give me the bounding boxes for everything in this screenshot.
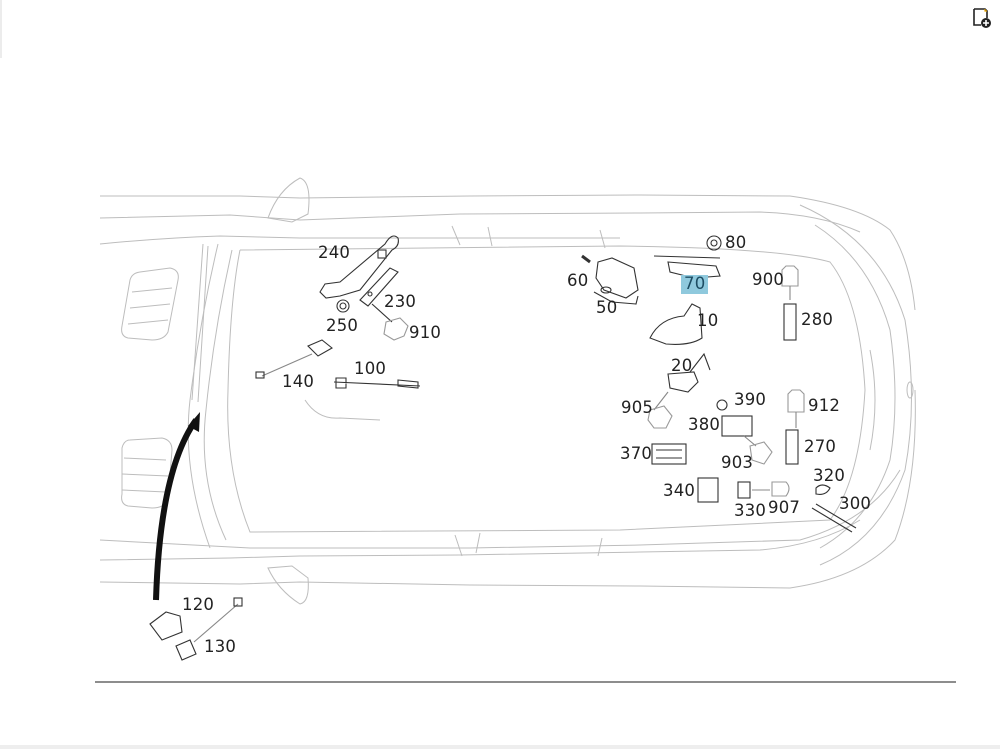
bottom-divider <box>95 681 956 683</box>
callout-907[interactable]: 907 <box>768 498 801 517</box>
callout-340[interactable]: 340 <box>663 481 696 500</box>
callout-912[interactable]: 912 <box>808 396 841 415</box>
bottom-edge <box>0 745 1000 749</box>
add-to-list-button[interactable] <box>970 6 994 30</box>
callout-905[interactable]: 905 <box>621 398 654 417</box>
callout-10[interactable]: 10 <box>697 311 719 330</box>
location-arrow <box>153 418 199 601</box>
callout-330[interactable]: 330 <box>734 501 767 520</box>
vehicle-outline <box>99 177 916 605</box>
callout-900[interactable]: 900 <box>752 270 785 289</box>
parts-line-art <box>149 235 857 661</box>
callout-60[interactable]: 60 <box>567 271 589 290</box>
callout-270[interactable]: 270 <box>804 437 837 456</box>
callout-100[interactable]: 100 <box>354 359 387 378</box>
callout-380[interactable]: 380 <box>688 415 721 434</box>
callout-390[interactable]: 390 <box>734 390 767 409</box>
callout-320[interactable]: 320 <box>813 466 846 485</box>
callout-240[interactable]: 240 <box>318 243 351 262</box>
callout-370[interactable]: 370 <box>620 444 653 463</box>
callout-280[interactable]: 280 <box>801 310 834 329</box>
callout-250[interactable]: 250 <box>326 316 359 335</box>
callout-230[interactable]: 230 <box>384 292 417 311</box>
callout-300[interactable]: 300 <box>839 494 872 513</box>
callout-130[interactable]: 130 <box>204 637 237 656</box>
callout-903[interactable]: 903 <box>721 453 754 472</box>
callout-70-selected[interactable]: 70 <box>681 275 709 294</box>
callout-140[interactable]: 140 <box>282 372 315 391</box>
callout-910[interactable]: 910 <box>409 323 442 342</box>
left-panel-edge <box>0 0 2 58</box>
callout-80[interactable]: 80 <box>725 233 747 252</box>
callout-120[interactable]: 120 <box>182 595 215 614</box>
callout-50[interactable]: 50 <box>596 298 618 317</box>
add-document-icon <box>973 8 991 28</box>
callout-20[interactable]: 20 <box>671 356 693 375</box>
